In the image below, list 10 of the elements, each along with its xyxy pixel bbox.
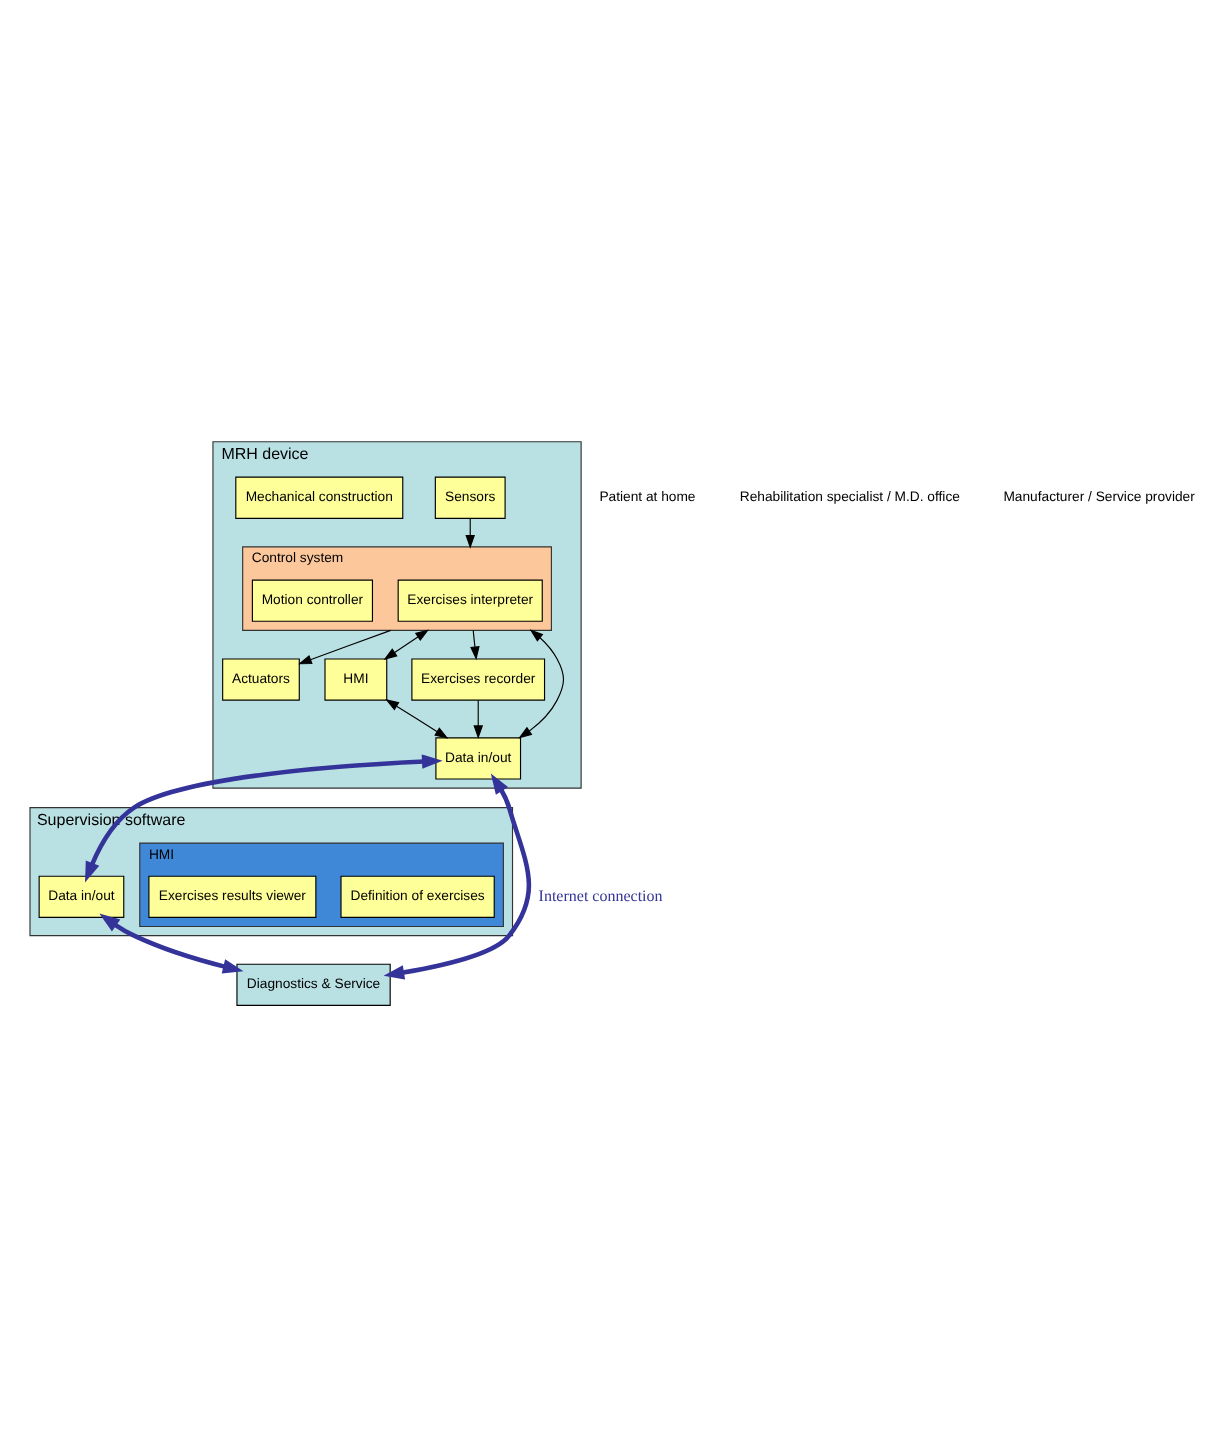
arrow (385, 699, 449, 739)
arrow (383, 629, 429, 660)
arrow (85, 754, 443, 883)
arrow (518, 629, 565, 739)
arrow (473, 699, 484, 740)
arrow (383, 773, 532, 980)
arrow (298, 629, 392, 665)
edge-label: Internet connection (538, 887, 663, 906)
arrow (99, 913, 244, 974)
arrow (470, 629, 480, 661)
